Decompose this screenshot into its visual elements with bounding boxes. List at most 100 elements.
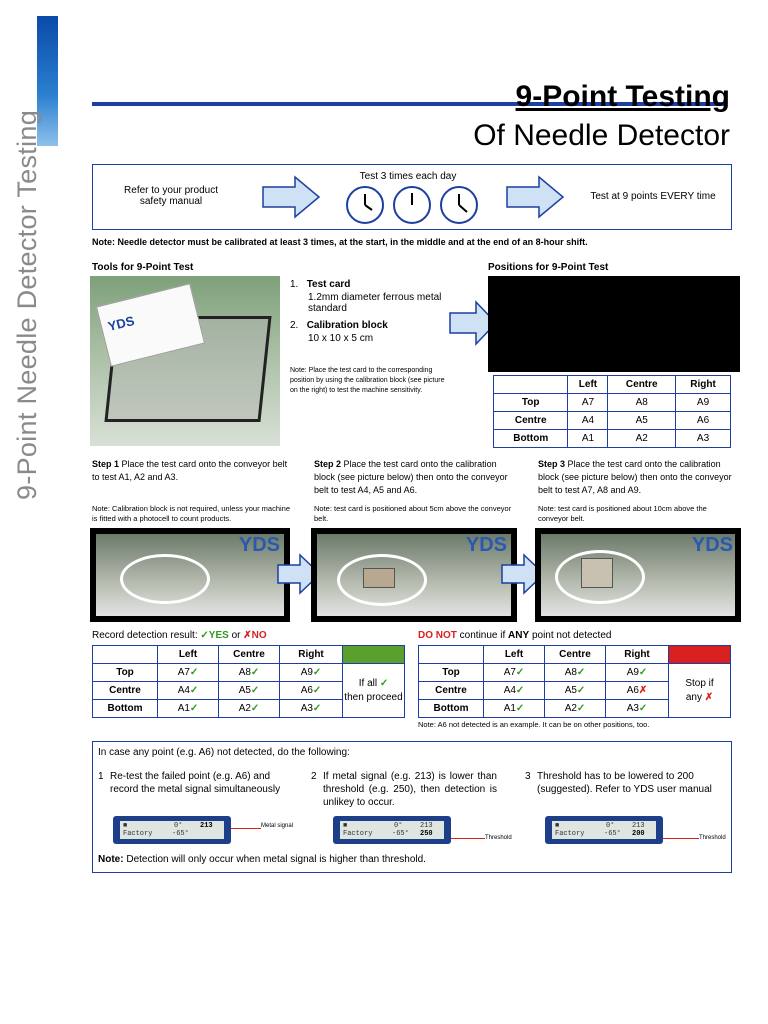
step-text: Re-test the failed point (e.g. A6) and r…: [110, 771, 281, 795]
cell-value: A5: [564, 685, 577, 696]
table-row: Top A7✓ A8✓ A9✓ If all ✓then proceed: [92, 663, 405, 718]
callout-label: Threshold: [485, 835, 512, 841]
step-number: 2: [311, 771, 317, 782]
tools-heading: Tools for 9-Point Test: [92, 262, 194, 273]
check-icon: ✓: [250, 667, 260, 678]
lcd-threshold-value: 200: [632, 830, 645, 838]
test9-text: Test at 9 points EVERY time: [590, 191, 716, 202]
tool-desc: 1.2mm diameter ferrous metal standard: [308, 292, 442, 314]
stop-line2: any: [685, 691, 702, 703]
failure-step-1: 1 Re-test the failed point (e.g. A6) and …: [98, 770, 298, 796]
right-arrow-icon: [449, 300, 498, 346]
record-prefix: Record detection result:: [92, 630, 201, 641]
right-arrow-icon: [501, 553, 546, 595]
check-icon: ✓: [200, 630, 209, 641]
check-icon: ✓: [576, 703, 586, 714]
check-icon: ✓: [312, 667, 322, 678]
donot-mid: continue if: [456, 630, 509, 641]
table-header: Left: [567, 375, 609, 394]
page-subtitle: Of Needle Detector: [473, 119, 730, 152]
check-icon: ✓: [379, 677, 389, 689]
stop-line1: Stop if: [685, 677, 714, 689]
photo-brand: YDS: [238, 534, 280, 556]
proceed-line1: If all: [358, 677, 378, 689]
check-icon: ✓: [250, 685, 260, 696]
step-number: 1: [98, 771, 104, 782]
refer-text: Refer to your product safety manual: [124, 185, 218, 207]
row-label: Top: [418, 663, 484, 682]
table-header: [492, 375, 569, 394]
table-header: [418, 645, 484, 664]
cell-value: A9: [300, 667, 313, 678]
table-cell: A1✓: [157, 699, 219, 718]
lcd-signal-value: 213: [420, 822, 433, 830]
row-label: Top: [92, 663, 158, 682]
photo-brand: YDS: [465, 534, 507, 556]
callout-line: [663, 838, 699, 839]
donot-label: DO NOT: [418, 630, 457, 641]
lcd-deg: -65°: [392, 830, 409, 838]
cell-value: A7: [503, 667, 516, 678]
lcd-label: Factory: [555, 830, 585, 838]
step-desc: Place the test card onto the calibration…: [538, 459, 732, 495]
cell-value: A9: [626, 667, 639, 678]
row-label: Centre: [418, 681, 484, 700]
table-cell: A3✓: [279, 699, 343, 718]
no-label: NO: [251, 630, 267, 641]
table-cell: A7: [567, 393, 609, 412]
row-label: Bottom: [492, 429, 569, 448]
step-2-note: Note: test card is positioned about 5cm …: [314, 504, 512, 523]
red-indicator: [668, 645, 731, 664]
lcd-label: Factory: [343, 830, 373, 838]
table-cell: A5✓: [218, 681, 280, 700]
step-number: 3: [525, 771, 531, 782]
step-desc: Place the test card onto the calibration…: [314, 459, 508, 495]
cross-icon: ✗: [638, 685, 648, 696]
row-label: Centre: [92, 681, 158, 700]
cell-value: A1: [503, 703, 516, 714]
check-icon: ✓: [576, 667, 586, 678]
failure-step-2: 2 If metal signal (e.g. 213) is lower tha…: [311, 770, 497, 809]
step-1-photo: YDS: [90, 528, 290, 622]
lcd-bullet: ■: [343, 822, 348, 830]
check-icon: ✓: [189, 667, 199, 678]
table-cell: A3✓: [605, 699, 669, 718]
callout-line: [451, 838, 485, 839]
callout-label: Threshold: [699, 835, 726, 841]
callout-label: Metal signal: [261, 823, 294, 829]
table-cell: A5✓: [544, 681, 606, 700]
yes-label: YES: [208, 630, 229, 641]
vertical-title: 9-Point Needle Detector Testing: [12, 109, 42, 500]
record-table: Left Centre Right Top A7✓ A8✓ A9✓ If all…: [92, 645, 405, 718]
lcd-display: ■ Factory 0° -65° 213: [113, 816, 231, 844]
check-icon: ✓: [515, 703, 525, 714]
note-text: Detection will only occur when metal sig…: [123, 854, 426, 865]
table-cell: A1: [567, 429, 609, 448]
table-header: Right: [605, 645, 669, 664]
table-cell: A9✓: [605, 663, 669, 682]
failure-box: In case any point (e.g. A6) not detected…: [92, 741, 732, 873]
check-icon: ✓: [312, 703, 322, 714]
calibration-note: Note: Needle detector must be calibrated…: [92, 237, 588, 247]
step-label: Step 2: [314, 459, 342, 469]
check-icon: ✓: [576, 685, 586, 696]
table-cell: A5: [607, 411, 677, 430]
item-number: 1.: [290, 279, 299, 290]
check-icon: ✓: [638, 667, 648, 678]
any-label: ANY: [508, 630, 530, 641]
table-cell: A1✓: [483, 699, 545, 718]
table-header: Centre: [218, 645, 280, 664]
step-text: If metal signal (e.g. 213) is lower than…: [323, 771, 497, 808]
tool-desc: 10 x 10 x 5 cm: [308, 333, 374, 344]
step-2-text: Step 2 Place the test card onto the cali…: [314, 458, 514, 497]
cell-value: A4: [177, 685, 190, 696]
table-cell: A9: [675, 393, 731, 412]
check-icon: ✓: [250, 703, 260, 714]
cell-value: A3: [300, 703, 313, 714]
cell-value: A2: [238, 703, 251, 714]
step-desc: Place the test card onto the conveyor be…: [92, 459, 288, 482]
check-icon: ✓: [189, 703, 199, 714]
table-cell: A7✓: [483, 663, 545, 682]
